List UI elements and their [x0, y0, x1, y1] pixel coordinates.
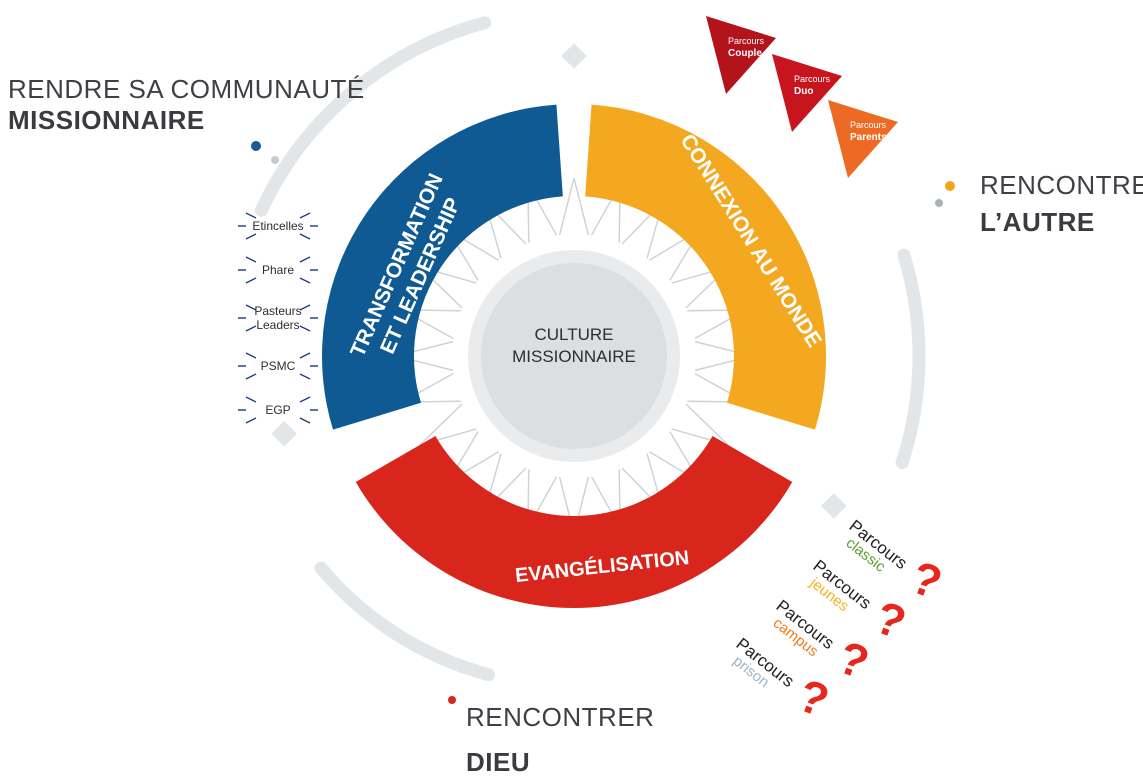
sparkle-mark [299, 417, 311, 424]
leadership-program-label-line2: Leaders [256, 318, 299, 332]
leadership-program-label: Etincelles [252, 219, 303, 233]
sparkle-mark [245, 417, 257, 424]
center-title-line2: MISSIONNAIRE [512, 347, 636, 366]
sparkle-mark [299, 325, 311, 332]
sparkle-mark [245, 277, 257, 284]
sparkle-mark [245, 304, 257, 311]
world-tag-top: Parcours [850, 120, 887, 130]
dot-bottom [448, 696, 456, 704]
sparkle-mark [299, 304, 311, 311]
world-tag-shape [772, 54, 842, 132]
sparkle-mark [245, 233, 257, 240]
sparkle-mark [245, 325, 257, 332]
heading-top-left: RENDRE SA COMMUNAUTÉ MISSIONNAIRE [8, 74, 365, 136]
leadership-program-label: Pasteurs [254, 304, 301, 318]
evangelism-track-list: Parcoursclassic?Parcoursjeunes?Parcoursc… [730, 516, 949, 727]
question-mark-icon: ? [792, 669, 836, 727]
heading-top-left-line2: MISSIONNAIRE [8, 105, 205, 135]
sparkle-mark [245, 212, 257, 219]
center-circle [481, 263, 667, 449]
leadership-program-item[interactable]: EGP [238, 396, 318, 424]
segment-evangelisation[interactable] [355, 436, 793, 608]
heading-bottom-line1: RENCONTRER [466, 702, 655, 732]
outer-cycle-arcs [254, 16, 926, 682]
leadership-program-item[interactable]: Phare [238, 256, 318, 284]
heading-right-line2: L’AUTRE [980, 207, 1095, 237]
segment-transformation-leadership[interactable] [322, 104, 563, 430]
world-tag-top: Parcours [728, 36, 765, 46]
dot-top-left [251, 141, 261, 151]
world-tag-top: Parcours [794, 74, 831, 84]
heading-bottom: RENCONTRER DIEU [466, 702, 654, 778]
sparkle-mark [299, 212, 311, 219]
leadership-program-label: Phare [262, 263, 294, 277]
segment-connexion-monde[interactable] [585, 104, 827, 430]
sparkle-mark [245, 352, 257, 359]
sparkle-mark [299, 396, 311, 403]
sparkle-mark [299, 256, 311, 263]
leadership-program-item[interactable]: Etincelles [238, 212, 318, 240]
world-tag-bottom: Couple [728, 48, 762, 59]
heading-right-line1: RENCONTRER [980, 170, 1143, 200]
sparkle-mark [245, 373, 257, 380]
question-mark-icon: ? [832, 631, 876, 689]
world-tag-bottom: Duo [794, 86, 813, 97]
sparkle-mark [299, 233, 311, 240]
leadership-program-label: EGP [265, 403, 290, 417]
world-tag-shape [828, 100, 898, 178]
dot-right [945, 181, 955, 191]
sparkle-mark [245, 396, 257, 403]
sparkle-mark [299, 373, 311, 380]
center-title-line1: CULTURE [534, 325, 613, 344]
sparkle-mark [299, 277, 311, 284]
world-tag-shape [706, 16, 776, 94]
leadership-program-item[interactable]: PSMC [238, 352, 318, 380]
world-tag-bottom: Parents [850, 132, 887, 143]
heading-top-left-line1: RENDRE SA COMMUNAUTÉ [8, 74, 365, 104]
sparkle-mark [245, 256, 257, 263]
sparkle-mark [299, 352, 311, 359]
dot-top-left-secondary [271, 156, 279, 164]
dot-right-secondary [935, 199, 943, 207]
heading-bottom-line2: DIEU [466, 747, 531, 777]
heading-right: RENCONTRER L’AUTRE [980, 170, 1143, 238]
leadership-program-label: PSMC [261, 359, 296, 373]
